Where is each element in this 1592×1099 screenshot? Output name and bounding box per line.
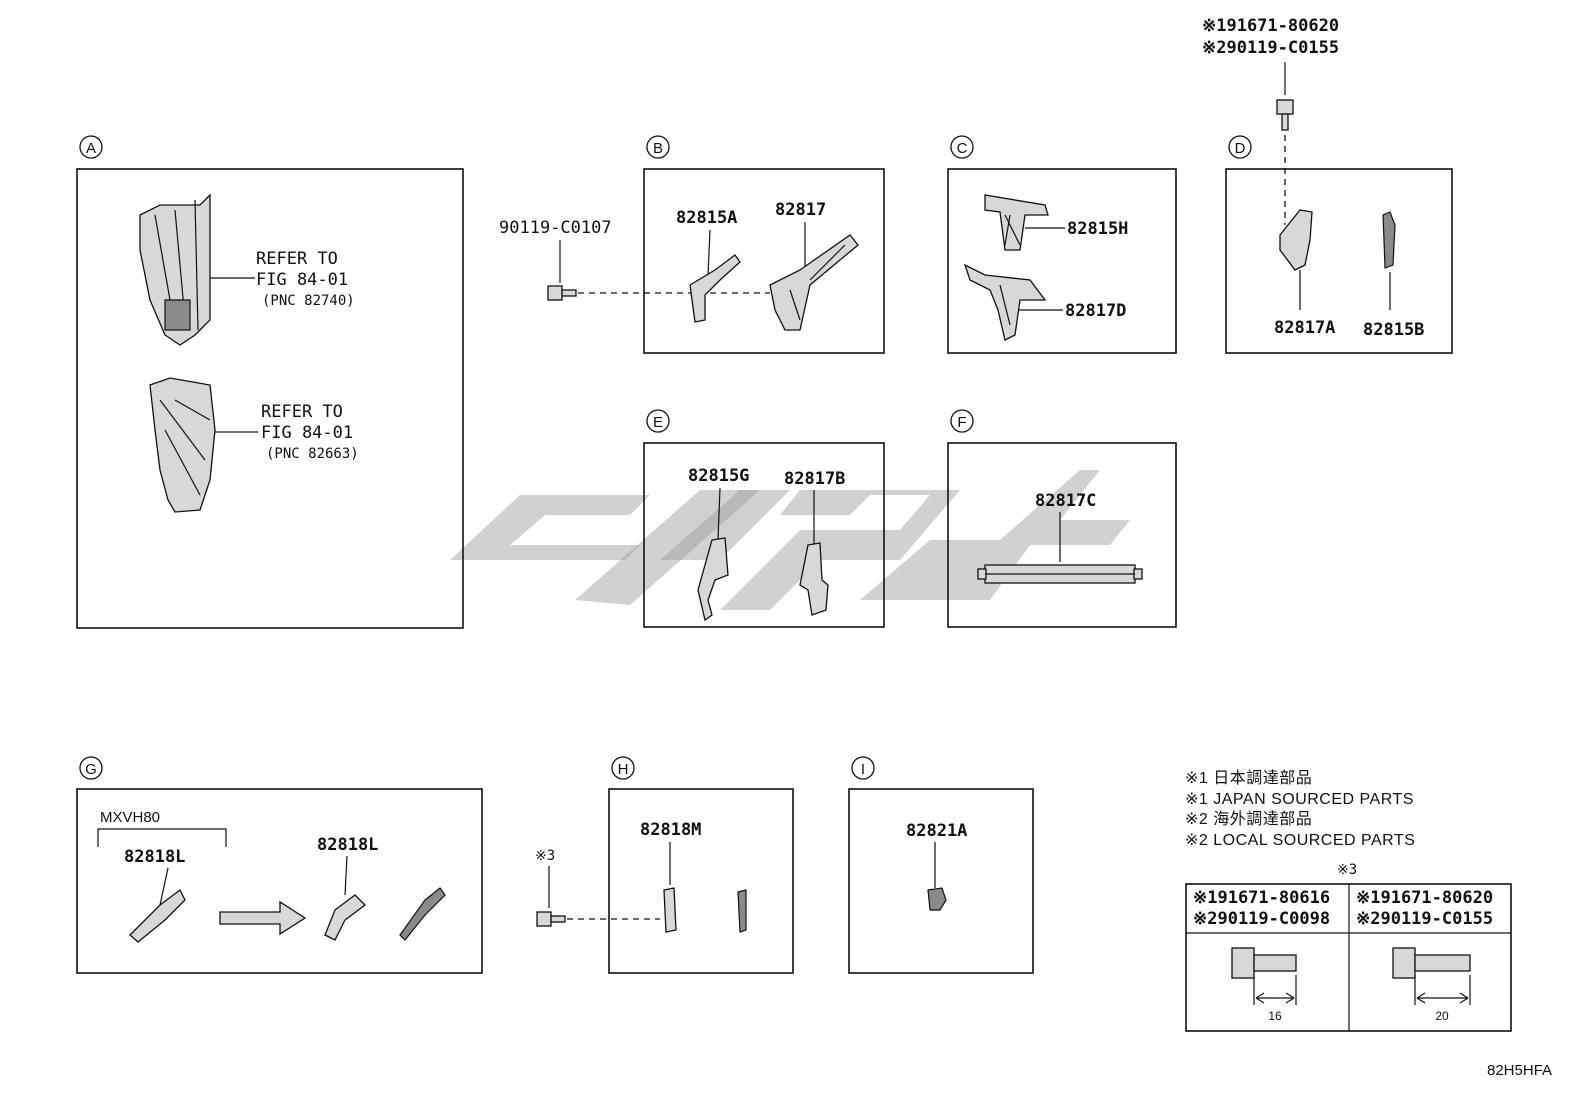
label-legend-lines-2: ※2 海外調達部品 [1185, 810, 1312, 828]
label-sections-C-letter: C [957, 140, 968, 157]
label-bolt_table-columns-1-note1: ※191671-80620 [1356, 888, 1493, 908]
label-sections-D-parts-0: 82817A [1274, 318, 1335, 338]
label-sections-H-letter: H [618, 761, 629, 778]
section-c-box [947, 168, 1177, 354]
label-bolt_table-columns-0-note2: ※290119-C0098 [1193, 909, 1330, 929]
label-sections-G-parts-1: 82818L [317, 835, 378, 855]
part-82815h-illustration [984, 194, 1049, 251]
label-sections-F-letter: F [957, 414, 966, 431]
section-c: C 82815H 82817D [947, 135, 1177, 354]
part-82818l-old-illustration [129, 889, 186, 943]
label-sections-E-parts-0: 82815G [688, 466, 749, 486]
part-82817a-illustration [1279, 209, 1313, 271]
section-f: F 82817C [947, 409, 1177, 628]
screw-illustration [547, 285, 577, 301]
screw-reference-note: ※3 [535, 848, 555, 864]
section-letter: A [86, 140, 96, 157]
label-sections-A-ref2-line3: (PNC 82663) [266, 446, 359, 462]
label-sections-A-ref1-line3: (PNC 82740) [262, 293, 355, 309]
shift-boot-illustration [149, 377, 258, 513]
section-h-box [608, 788, 794, 974]
label-sections-A-ref2-line2: FIG 84-01 [261, 423, 353, 443]
screw-part-number: 90119-C0107 [499, 218, 612, 238]
shift-lever-assembly-illustration [139, 193, 255, 346]
section-b-box [643, 168, 885, 354]
bolt-table: ※3 ※191671-80616 ※290119-C0098 ※191671-8… [1185, 862, 1512, 1032]
section-a: A REFER TO FIG 84-01 (PNC 82740) REFER T… [76, 135, 464, 629]
legend: ※1 日本調達部品 ※1 JAPAN SOURCED PARTS ※2 海外調達… [1185, 769, 1415, 849]
label-sections-B-parts-0: 82815A [676, 208, 737, 228]
bolt-20-illustration [1392, 947, 1471, 1005]
section-i: I 82821A [848, 756, 1034, 974]
section-g-box [76, 788, 483, 974]
section-e-box [643, 442, 885, 628]
section-g: G MXVH80 82818L 82818L [76, 756, 483, 974]
screw-illustration [536, 911, 566, 927]
label-sections-D-parts-1: 82815B [1363, 320, 1424, 340]
bolt-note-2: ※290119-C0155 [1202, 38, 1339, 58]
diagram-code: 82H5HFA [1487, 1062, 1552, 1079]
label-bolt_table-columns-1-note2: ※290119-C0155 [1356, 909, 1493, 929]
model-code: MXVH80 [100, 809, 160, 826]
part-82815g-illustration [697, 537, 729, 622]
label-sections-G-parts-0: 82818L [124, 847, 185, 867]
label-sections-B-parts-1: 82817 [775, 200, 826, 220]
bracket-82817-illustration [769, 234, 859, 331]
label-sections-I-parts-0: 82821A [906, 821, 967, 841]
section-h: H ※3 82818M [535, 756, 794, 974]
section-d-box [1225, 168, 1453, 354]
label-sections-C-parts-0: 82815H [1067, 219, 1128, 239]
section-a-box [76, 168, 464, 629]
bolt-length-20: 20 [1435, 1009, 1449, 1023]
label-sections-F-parts-0: 82817C [1035, 491, 1096, 511]
part-82818l-new-illustration [324, 894, 366, 941]
label-sections-A-ref1-line2: FIG 84-01 [256, 270, 348, 290]
bolt-16-illustration [1231, 947, 1297, 1005]
section-b: B 90119-C0107 82815A 82817 [499, 135, 885, 354]
part-82817c-illustration [977, 564, 1143, 584]
bolt-illustration [1276, 99, 1294, 131]
label-sections-C-parts-1: 82817D [1065, 301, 1126, 321]
section-i-box [848, 788, 1034, 974]
part-82821a-illustration [927, 887, 947, 911]
part-82818m-illustration [663, 887, 747, 933]
label-sections-E-letter: E [653, 414, 663, 431]
bolt-note-1: ※191671-80620 [1202, 16, 1339, 36]
label-bolt_table-columns-0-note1: ※191671-80616 [1193, 888, 1330, 908]
part-82815b-illustration [1382, 211, 1396, 269]
label-sections-G-letter: G [85, 761, 97, 778]
section-d: D ※191671-80620 ※290119-C0155 82817A 828… [1202, 16, 1453, 354]
label-legend-lines-1: ※1 JAPAN SOURCED PARTS [1185, 791, 1414, 808]
label-legend-lines-3: ※2 LOCAL SOURCED PARTS [1185, 832, 1415, 849]
part-82817b-illustration [799, 542, 829, 616]
bracket-82815a-illustration [689, 254, 741, 323]
part-82818l-detail-illustration [399, 887, 446, 941]
label-sections-A-ref1-line1: REFER TO [256, 249, 338, 269]
replacement-arrow [219, 900, 307, 936]
label-sections-I-letter: I [861, 761, 865, 778]
bolt-table-title: ※3 [1337, 862, 1357, 878]
bolt-length-16: 16 [1268, 1009, 1282, 1023]
label-sections-A-ref2-line1: REFER TO [261, 402, 343, 422]
section-e: E 82815G 82817B [643, 409, 885, 628]
label-sections-B-letter: B [653, 140, 663, 157]
label-sections-E-parts-1: 82817B [784, 469, 845, 489]
watermark-logo [450, 470, 1130, 610]
part-82817d-illustration [963, 263, 1047, 341]
label-sections-D-letter: D [1235, 140, 1246, 157]
section-f-box [947, 442, 1177, 628]
label-sections-H-parts-0: 82818M [640, 820, 701, 840]
label-legend-lines-0: ※1 日本調達部品 [1185, 769, 1312, 787]
